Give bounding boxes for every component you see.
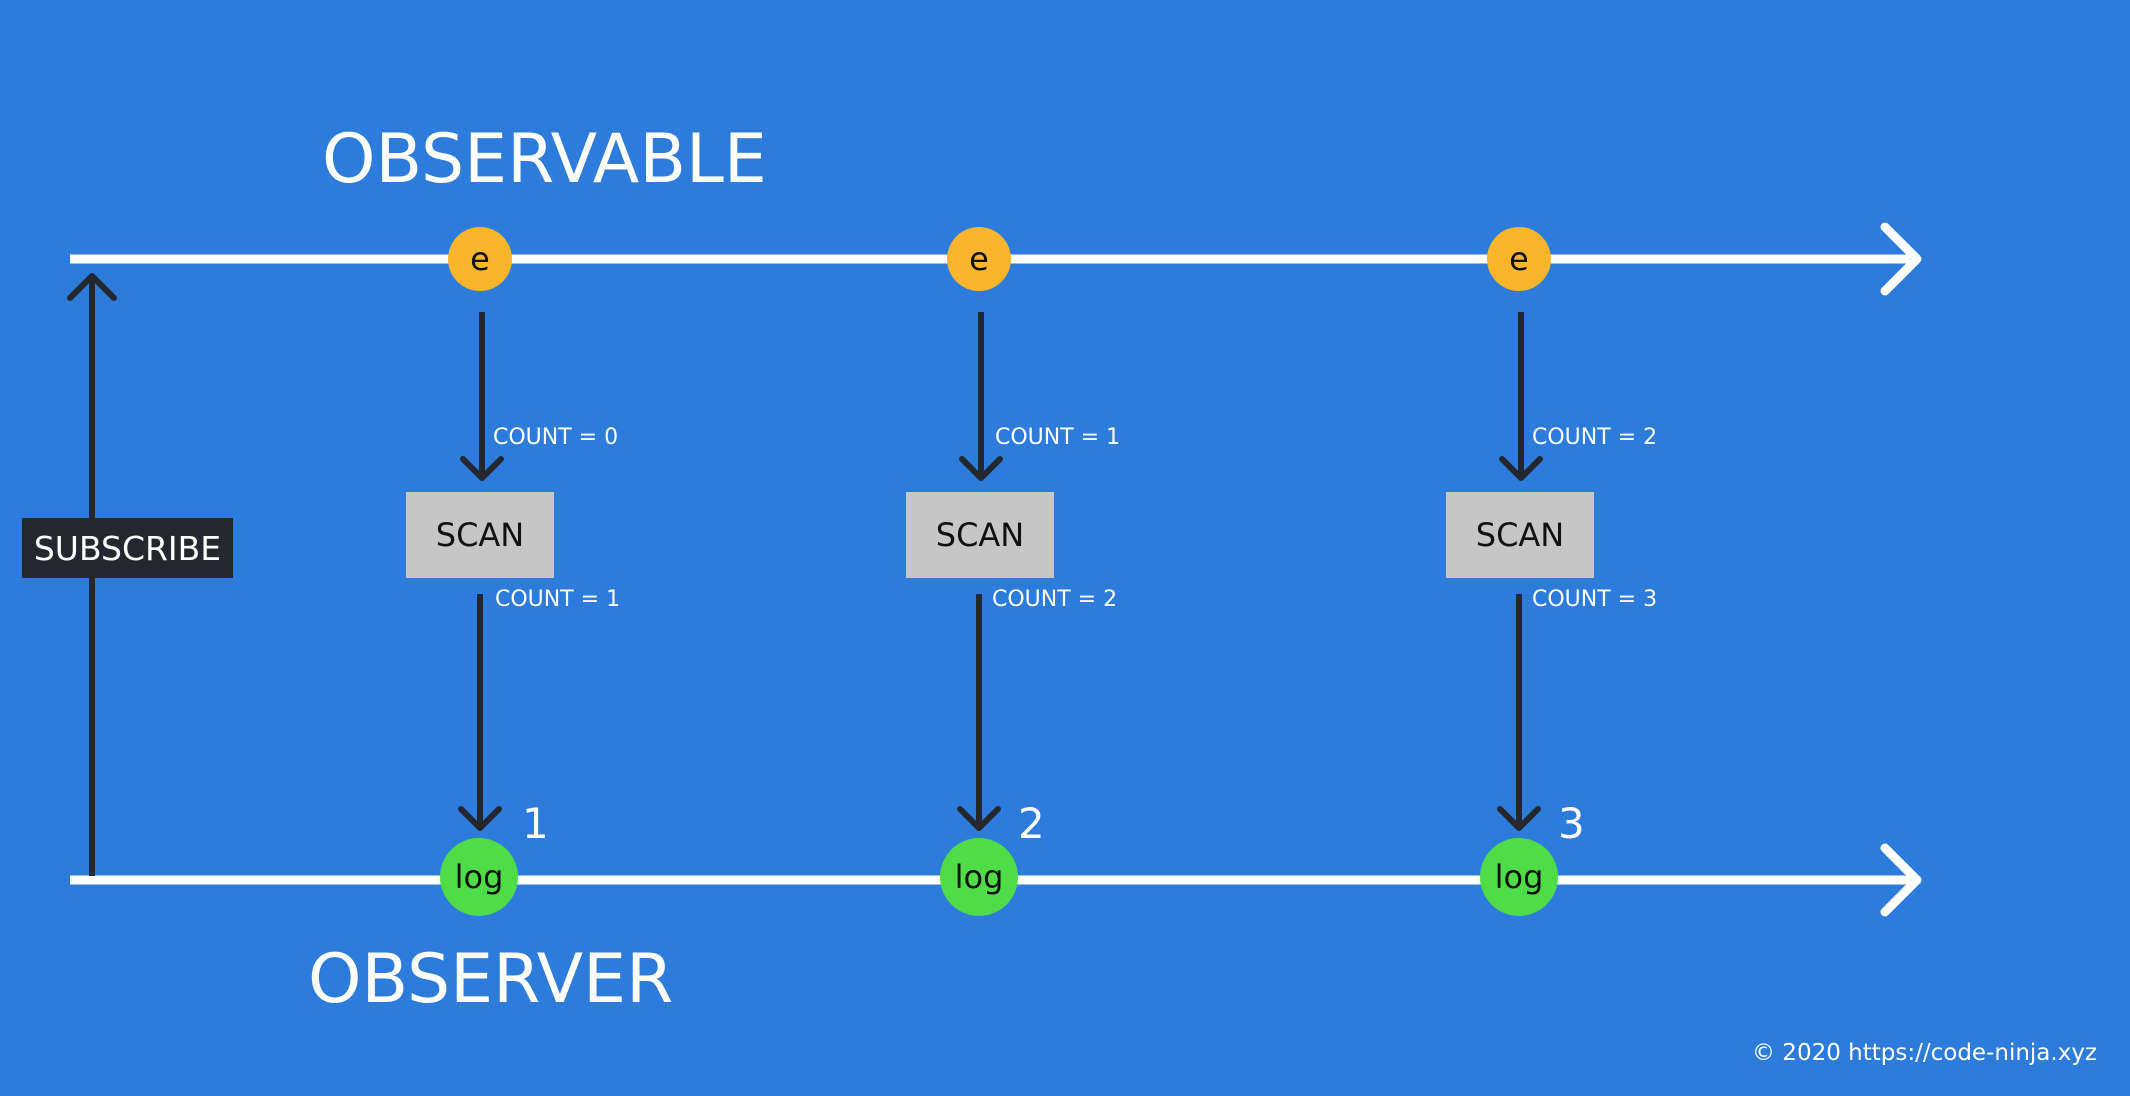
scan-operator-box-3: SCAN: [1446, 492, 1594, 578]
result-value-1: 1: [522, 799, 549, 848]
scan-operator-box-2: SCAN: [906, 492, 1054, 578]
count-out-label-3: COUNT = 3: [1532, 587, 1658, 612]
event-node-2: e: [947, 227, 1011, 291]
observer-timeline-arrowhead: [1880, 843, 1922, 917]
event-node-3: e: [1487, 227, 1551, 291]
scan-to-log-arrowhead-1: [458, 806, 502, 831]
observable-timeline-arrowhead: [1880, 222, 1922, 296]
count-in-label-3: COUNT = 2: [1532, 425, 1658, 450]
count-in-label-1: COUNT = 0: [493, 425, 619, 450]
result-value-2: 2: [1018, 799, 1045, 848]
count-in-label-2: COUNT = 1: [995, 425, 1121, 450]
scan-label: SCAN: [1475, 516, 1565, 554]
event-node-label: e: [969, 240, 989, 278]
log-node-3: log: [1480, 838, 1558, 916]
log-node-label: log: [954, 858, 1004, 896]
subscribe-arrowhead: [67, 273, 117, 301]
log-node-1: log: [440, 838, 518, 916]
event-node-label: e: [470, 240, 490, 278]
scan-label: SCAN: [435, 516, 525, 554]
event-to-scan-arrowhead-2: [959, 456, 1003, 481]
event-to-scan-arrowhead-3: [1499, 456, 1543, 481]
copyright-footer: © 2020 https://code-ninja.xyz: [1752, 1040, 2097, 1066]
scan-operator-box-1: SCAN: [406, 492, 554, 578]
scan-to-log-arrowhead-2: [957, 806, 1001, 831]
observable-title: OBSERVABLE: [322, 120, 767, 199]
subscribe-label: SUBSCRIBE: [22, 518, 233, 578]
scan-to-log-arrowhead-3: [1497, 806, 1541, 831]
log-node-label: log: [454, 858, 504, 896]
event-node-label: e: [1509, 240, 1529, 278]
log-node-label: log: [1494, 858, 1544, 896]
event-node-1: e: [448, 227, 512, 291]
observer-title: OBSERVER: [308, 940, 674, 1019]
result-value-3: 3: [1558, 799, 1585, 848]
count-out-label-2: COUNT = 2: [992, 587, 1118, 612]
scan-label: SCAN: [935, 516, 1025, 554]
log-node-2: log: [940, 838, 1018, 916]
event-to-scan-arrowhead-1: [460, 456, 504, 481]
count-out-label-1: COUNT = 1: [495, 587, 621, 612]
